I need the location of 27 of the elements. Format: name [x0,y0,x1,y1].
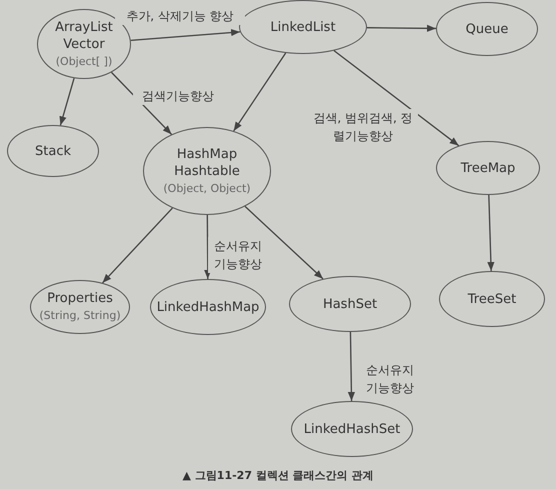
figure-caption: ▲ 그림11-27 컬렉션 클래스간의 관계 [182,469,374,482]
class-name: HashSet [322,296,378,312]
type-text: (Object[ ]) [56,54,112,70]
arrow [334,50,460,146]
arrow [348,332,355,401]
arrow [487,194,494,272]
class-name: TreeSet [468,290,516,308]
class-name: Hashtable [174,162,240,180]
class-name: Properties [47,290,113,307]
class-name: HashMap [176,146,238,162]
arrow [130,29,240,42]
class-name: TreeMap [460,160,516,176]
arrow [204,215,212,279]
arrow [244,206,324,280]
class-name: LinkedList [270,18,336,36]
class-name: Queue [466,20,508,38]
arrow [59,78,75,126]
class-name: Stack [35,142,71,160]
arrow [102,208,173,284]
class-name: Vector [63,36,105,52]
arrow [233,52,286,132]
type-text: (String, String) [39,308,121,324]
class-name: ArrayList [55,18,113,36]
class-name: LinkedHashSet [304,420,400,438]
class-name: LinkedHashMap [156,298,260,316]
arrow [366,24,436,32]
type-text: (Object, Object) [163,180,251,196]
